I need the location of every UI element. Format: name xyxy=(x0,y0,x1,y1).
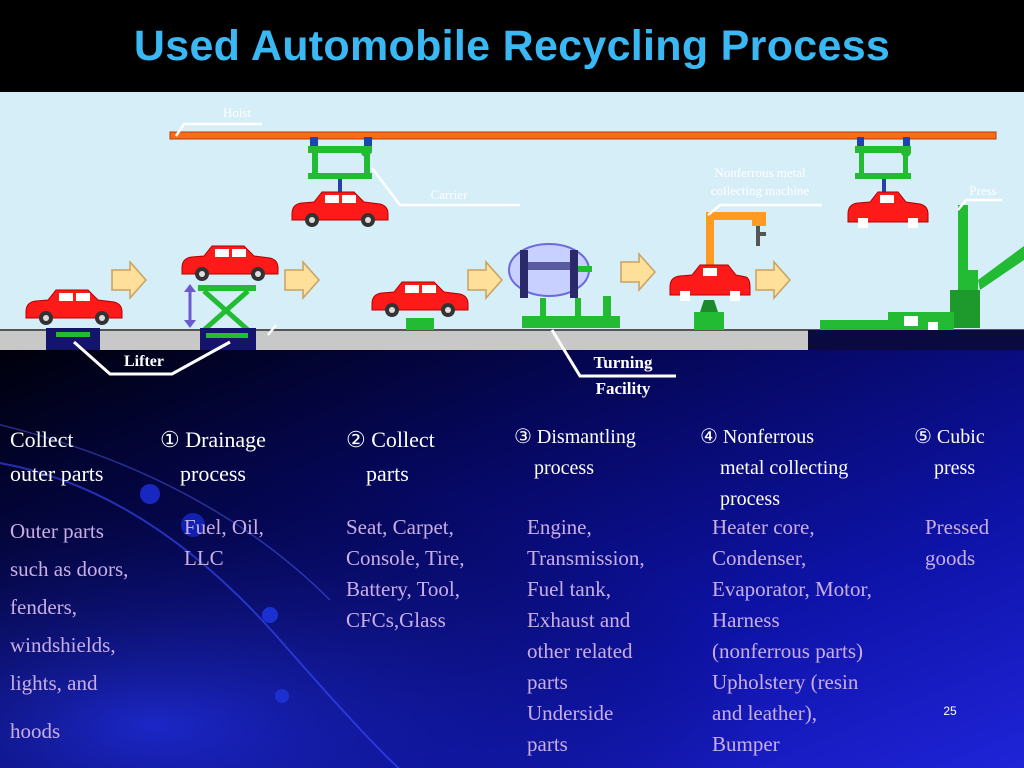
hoist-leader-line xyxy=(174,122,262,137)
carrier-leader-line xyxy=(371,167,520,207)
desc-cubic-press: Pressed goods xyxy=(925,512,1020,574)
desc-line: fenders, xyxy=(10,595,78,619)
hoist-rail xyxy=(169,131,997,140)
desc-line: windshields, xyxy=(10,633,116,657)
desc-line: CFCs,Glass xyxy=(346,608,446,632)
step-cubic-press: ⑤ Cubic press xyxy=(914,422,1024,484)
step-line: outer parts xyxy=(10,461,104,486)
desc-line: Upholstery (resin xyxy=(712,670,859,694)
desc-line: Battery, Tool, xyxy=(346,577,461,601)
step-line: ① Drainage xyxy=(160,427,266,452)
step-line: ⑤ Cubic xyxy=(914,426,985,448)
turning-facility-label-line2: Facility xyxy=(595,379,651,398)
step-line: Collect xyxy=(10,427,74,452)
desc-line: Evaporator, Motor, xyxy=(712,577,872,601)
desc-line: Outer parts xyxy=(10,519,104,543)
flow-arrow xyxy=(620,253,656,291)
step-line: ④ Nonferrous xyxy=(700,426,815,448)
step-collect-parts: ② Collect parts xyxy=(346,423,506,491)
desc-line: lights, and xyxy=(10,671,98,695)
page-number: 25 xyxy=(943,704,957,718)
lifter-label: Lifter xyxy=(124,353,164,370)
desc-line: Console, Tire, xyxy=(346,546,465,570)
desc-line: hoods xyxy=(10,719,61,743)
desc-line: Seat, Carpet, xyxy=(346,515,454,539)
turning-facility-label: Turning Facility xyxy=(576,350,670,402)
lift-direction-indicator xyxy=(184,284,196,328)
step-nonferrous-metal-collecting: ④ Nonferrous metal collecting process xyxy=(700,422,910,515)
desc-dismantling: Engine, Transmission, Fuel tank, Exhaust… xyxy=(527,512,697,760)
step-line: parts xyxy=(366,461,409,486)
desc-outer-parts: Outer parts such as doors, fenders, wind… xyxy=(10,512,170,750)
flow-arrow xyxy=(467,261,503,299)
desc-line: Heater core, xyxy=(712,515,815,539)
nonferrous-machine-label-line2: collecting machine xyxy=(710,183,810,198)
desc-line: Fuel, Oil, xyxy=(184,515,264,539)
press-leader-line xyxy=(957,198,1002,211)
decor-dot xyxy=(140,484,160,504)
turning-facility-label-line1: Turning xyxy=(593,353,653,372)
desc-line: Fuel tank, xyxy=(527,577,611,601)
desc-line: such as doors, xyxy=(10,557,129,581)
step-drainage-process: ① Drainage process xyxy=(160,423,340,491)
desc-line: (nonferrous parts) xyxy=(712,639,864,663)
step-line: ③ Dismantling xyxy=(514,426,636,448)
decor-dot xyxy=(275,689,289,703)
flow-arrow xyxy=(755,261,791,299)
desc-line: other related xyxy=(527,639,633,663)
press-label: Press xyxy=(969,183,997,198)
desc-line: Engine, xyxy=(527,515,592,539)
hoist-carrier-1 xyxy=(308,137,372,195)
step-collect-outer-parts: Collect outer parts xyxy=(10,423,160,491)
car-parts-removal xyxy=(371,281,469,318)
scissor-lift xyxy=(198,285,256,350)
desc-nonferrous: Heater core, Condenser, Evaporator, Moto… xyxy=(712,512,917,760)
desc-line: goods xyxy=(925,546,976,570)
desc-line: Bumper xyxy=(712,732,780,756)
nonferrous-machine-label-line1: Nonferrous metal xyxy=(714,165,806,180)
step-line: process xyxy=(720,488,780,510)
desc-line: LLC xyxy=(184,546,224,570)
turning-leader-line xyxy=(550,329,676,378)
flow-arrow xyxy=(111,261,147,299)
desc-line: Condenser, xyxy=(712,546,807,570)
desc-line: Pressed xyxy=(925,515,990,539)
step-line: ② Collect xyxy=(346,427,435,452)
decor-dot xyxy=(181,513,205,537)
hoist-label: Hoist xyxy=(222,105,252,120)
decor-dot xyxy=(262,607,278,623)
step-line: press xyxy=(934,457,976,479)
step-line: metal collecting xyxy=(720,457,849,479)
desc-line: parts xyxy=(527,732,568,756)
desc-line: Exhaust and xyxy=(527,608,631,632)
car-body-on-stand xyxy=(669,264,751,301)
turning-facility xyxy=(508,243,620,328)
desc-line: parts xyxy=(527,670,568,694)
nonferrous-machine-label: Nonferrous metal collecting machine xyxy=(690,164,830,200)
desc-line: Harness xyxy=(712,608,780,632)
step-dismantling-process: ③ Dismantling process xyxy=(514,422,694,484)
lifter-leader-line xyxy=(73,340,231,376)
step-line: process xyxy=(534,457,594,479)
nonferrous-collecting-machine xyxy=(706,212,766,268)
car-start xyxy=(25,289,123,326)
desc-line: Transmission, xyxy=(527,546,645,570)
car-on-lifter xyxy=(181,245,279,282)
cubic-press xyxy=(808,205,1024,350)
car-shell-on-hoist xyxy=(847,191,929,228)
desc-collect-parts: Seat, Carpet, Console, Tire, Battery, To… xyxy=(346,512,516,636)
carrier-label: Carrier xyxy=(430,187,468,202)
hoist-carrier-2 xyxy=(855,137,911,193)
desc-line: and leather), xyxy=(712,701,817,725)
desc-line: Underside xyxy=(527,701,614,725)
flow-arrow xyxy=(284,261,320,299)
nonferrous-leader-line xyxy=(707,203,822,216)
slide-title: Used Automobile Recycling Process xyxy=(133,22,891,70)
car-on-hoist xyxy=(291,191,389,228)
desc-drainage: Fuel, Oil, LLC xyxy=(184,512,334,574)
step-line: process xyxy=(180,461,246,486)
